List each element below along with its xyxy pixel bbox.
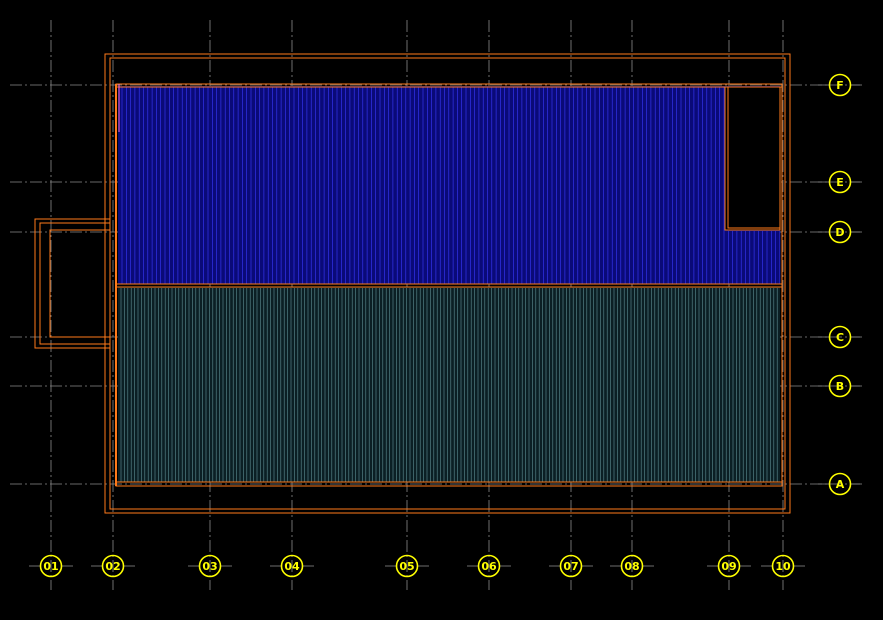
- grid-bubble-label: D: [835, 226, 844, 239]
- outer-wall-outer-line: [104, 53, 791, 514]
- grid-bubble-06: 06: [467, 554, 511, 578]
- grid-bubble-10: 10: [761, 554, 805, 578]
- grid-bubble-D: D: [818, 220, 862, 244]
- grid-bubble-03: 03: [188, 554, 232, 578]
- grid-bubble-circle: [828, 73, 852, 97]
- grid-bubble-circle: [198, 554, 222, 578]
- side-annex-inner: [49, 229, 111, 338]
- grid-bubble-05: 05: [385, 554, 429, 578]
- wall-outlines: [34, 53, 791, 514]
- grid-bubble-label: F: [836, 79, 844, 92]
- grid-bubble-04: 04: [270, 554, 314, 578]
- grid-bubble-circle: [828, 170, 852, 194]
- stair-opening: [724, 87, 781, 231]
- grid-bubble-label: 03: [202, 560, 217, 573]
- grid-bubble-circle: [559, 554, 583, 578]
- grid-bubble-circle: [477, 554, 501, 578]
- grid-bubble-F: F: [818, 73, 862, 97]
- grid-bubble-label: E: [836, 176, 844, 189]
- grid-bubble-label: 04: [284, 560, 300, 573]
- grid-bubble-09: 09: [707, 554, 751, 578]
- grid-bubble-label: C: [836, 331, 844, 344]
- grid-bubble-01: 01: [29, 554, 73, 578]
- grid-bubble-label: 08: [624, 560, 639, 573]
- grid-bubble-02: 02: [91, 554, 135, 578]
- grid-bubble-circle: [280, 554, 304, 578]
- grid-bubble-label: B: [836, 380, 844, 393]
- grid-bubble-circle: [39, 554, 63, 578]
- grid-bubble-07: 07: [549, 554, 593, 578]
- grid-bubble-label: 10: [775, 560, 791, 573]
- grid-bubble-circle: [620, 554, 644, 578]
- grid-bubble-label: 09: [721, 560, 736, 573]
- grid-bubble-circle: [101, 554, 125, 578]
- grid-bubble-A: A: [818, 472, 862, 496]
- grid-bubble-E: E: [818, 170, 862, 194]
- grid-bubble-08: 08: [610, 554, 654, 578]
- grid-bubble-B: B: [818, 374, 862, 398]
- grid-bubble-label: 05: [399, 560, 414, 573]
- grid-bubble-label: 06: [481, 560, 497, 573]
- grid-bubble-label: 01: [43, 560, 58, 573]
- grid-bubble-C: C: [818, 325, 862, 349]
- stair-void: [725, 87, 781, 230]
- grid-bubble-circle: [828, 325, 852, 349]
- stair-opening-inner: [727, 87, 780, 229]
- grid-bubbles: 01 02 03 04 05 06 07 08 09 10 F E D C B A: [29, 73, 862, 578]
- grid-bubble-circle: [828, 374, 852, 398]
- grid-bubble-label: 02: [105, 560, 120, 573]
- grid-bubble-label: A: [836, 478, 845, 491]
- grid-bubble-circle: [828, 220, 852, 244]
- grid-bubble-label: 07: [563, 560, 578, 573]
- grid-bubble-circle: [771, 554, 795, 578]
- grid-bubble-circle: [395, 554, 419, 578]
- grid-bubble-circle: [717, 554, 741, 578]
- upper-roof-zone: [118, 86, 781, 284]
- grid-bubble-circle: [828, 472, 852, 496]
- lower-roof-zone: [118, 287, 780, 482]
